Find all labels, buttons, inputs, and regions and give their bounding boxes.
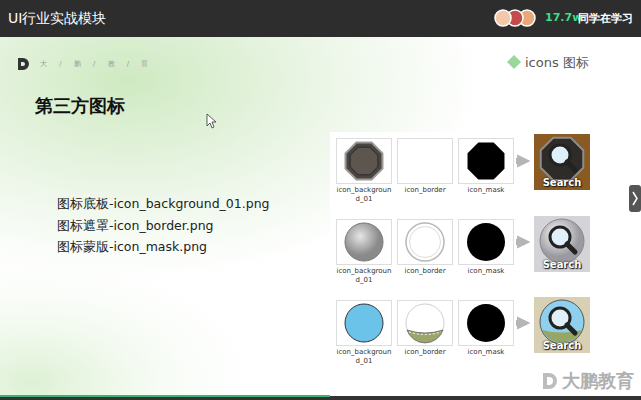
icon-tile-art <box>458 219 514 265</box>
side-tab <box>629 185 641 212</box>
icon-tile: icon_border <box>397 138 453 195</box>
file-note: 图标底板-icon_background_01.png <box>57 196 270 213</box>
icon-caption: Search <box>534 177 590 188</box>
brand-name: 大 / 鹏 / 教 / 育 <box>40 59 148 69</box>
side-tab-chevron <box>633 192 637 205</box>
icon-tile: icon_border <box>397 300 453 357</box>
watermark: 大鹏教育 <box>562 369 634 393</box>
file-caption: icon_background_01 <box>336 348 392 366</box>
icon-tile-art <box>336 219 392 265</box>
file-caption: icon_background_01 <box>336 267 392 285</box>
progress-bar <box>0 395 330 397</box>
icon-tile: icon_mask <box>458 300 514 357</box>
icon-caption: Search <box>534 340 590 351</box>
green-diamond <box>507 55 521 69</box>
mouse-cursor <box>207 114 216 128</box>
icon-tile: icon_background_01 <box>336 219 392 285</box>
icon-tile: icon_background_01 <box>336 138 392 204</box>
viewer-caption: 同学在学习 <box>578 11 633 26</box>
flow-arrow <box>516 320 525 326</box>
flow-arrow <box>516 158 525 164</box>
icon-tile-art <box>397 219 453 265</box>
viewer-count: 17.7w <box>545 11 582 24</box>
file-note: 图标遮罩-icon_border.png <box>57 218 214 235</box>
section-name: icons 图标 <box>525 54 589 72</box>
icon-tile-art <box>336 300 392 346</box>
icon-tile: icon_background_01 <box>336 300 392 366</box>
icon-tile-art <box>458 138 514 184</box>
icon-panel <box>330 132 590 369</box>
slide-title: 第三方图标 <box>35 94 125 118</box>
icon-tile-art <box>336 138 392 184</box>
result-icon: Search <box>534 297 590 353</box>
file-caption: icon_border <box>397 348 453 357</box>
file-caption: icon_mask <box>458 186 514 195</box>
file-caption: icon_background_01 <box>336 186 392 204</box>
result-icon: Search <box>534 134 590 190</box>
watermark-logo <box>543 373 557 389</box>
avatars <box>495 10 535 26</box>
icon-caption: Search <box>534 259 590 270</box>
file-caption: icon_border <box>397 267 453 276</box>
icon-tile: icon_mask <box>458 138 514 195</box>
top-bar <box>0 0 641 37</box>
file-note: 图标蒙版-icon_mask.png <box>57 239 207 256</box>
file-caption: icon_mask <box>458 348 514 357</box>
bottom-bar <box>0 396 641 400</box>
icon-tile: icon_border <box>397 219 453 276</box>
brand-logo <box>18 58 29 70</box>
icon-tile-art <box>397 138 453 184</box>
course-title: UI行业实战模块 <box>8 10 106 28</box>
icon-tile-art <box>397 300 453 346</box>
flow-arrow <box>516 239 525 245</box>
file-caption: icon_border <box>397 186 453 195</box>
icon-tile: icon_mask <box>458 219 514 276</box>
icon-tile-art <box>458 300 514 346</box>
file-caption: icon_mask <box>458 267 514 276</box>
result-icon: Search <box>534 216 590 272</box>
